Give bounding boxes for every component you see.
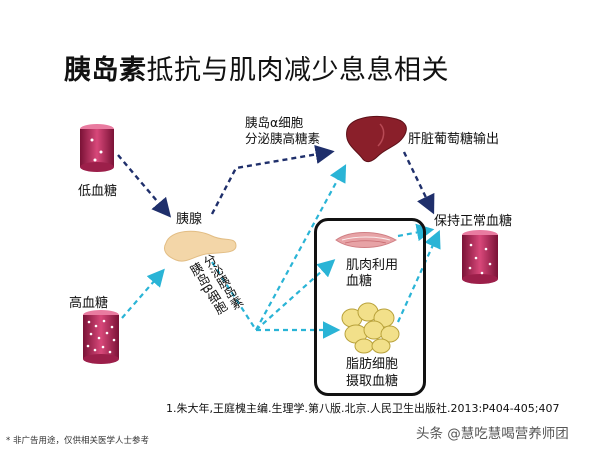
high-sugar-label: 高血糖 <box>69 296 109 311</box>
high-sugar-vessel-icon <box>83 310 119 364</box>
liver-icon <box>346 116 407 163</box>
pancreas-label: 胰腺 <box>176 212 203 227</box>
arrow-liver-to-normal <box>402 151 435 215</box>
watermark: 头条 @慧吃慧喝营养师团 <box>416 426 569 442</box>
title-rest: 抵抗与肌肉减少息息相关 <box>146 55 449 86</box>
alpha-cell-line1: 胰岛α细胞 <box>245 115 304 130</box>
page-title: 胰岛素抵抗与肌肉减少息息相关 <box>64 48 449 87</box>
arrow-branch-to-muscle <box>255 259 336 331</box>
muscle-line2: 血糖 <box>346 274 373 289</box>
normal-sugar-vessel-icon <box>462 230 498 284</box>
muscle-label: 肌肉利用 血糖 <box>346 258 398 290</box>
reference-citation: 1.朱大年,王庭槐主编.生理学.第八版.北京.人民卫生出版社.2013:P404… <box>166 402 560 415</box>
liver-output-label: 肝脏葡萄糖输出 <box>408 132 500 147</box>
muscle-fat-box <box>314 218 426 396</box>
fat-line2: 摄取血糖 <box>346 374 399 389</box>
title-bold: 胰岛素 <box>64 55 147 86</box>
low-sugar-vessel-icon <box>80 124 114 172</box>
muscle-line1: 肌肉利用 <box>346 258 399 273</box>
fat-label: 脂肪细胞 摄取血糖 <box>346 356 398 390</box>
fat-cells-icon <box>341 302 400 354</box>
pancreas-icon <box>163 230 237 262</box>
footnote: * 非广告用途，仅供相关医学人士参考 <box>6 436 149 446</box>
arrow-pancreas-to-branch <box>211 261 257 331</box>
alpha-cell-line2: 分泌胰高糖素 <box>245 131 321 146</box>
muscle-icon <box>335 232 398 248</box>
arrow-pancreas-to-alpha <box>210 144 335 215</box>
low-sugar-label: 低血糖 <box>78 184 118 199</box>
arrow-low-to-pancreas <box>117 154 172 218</box>
arrow-high-to-pancreas <box>121 268 165 319</box>
arrow-fat-to-normal <box>396 229 441 323</box>
arrow-branch-to-liver <box>255 164 347 331</box>
keep-normal-label: 保持正常血糖 <box>434 214 513 229</box>
fat-line1: 脂肪细胞 <box>346 357 399 372</box>
alpha-cell-label: 胰岛α细胞 分泌胰高糖素 <box>245 115 320 147</box>
